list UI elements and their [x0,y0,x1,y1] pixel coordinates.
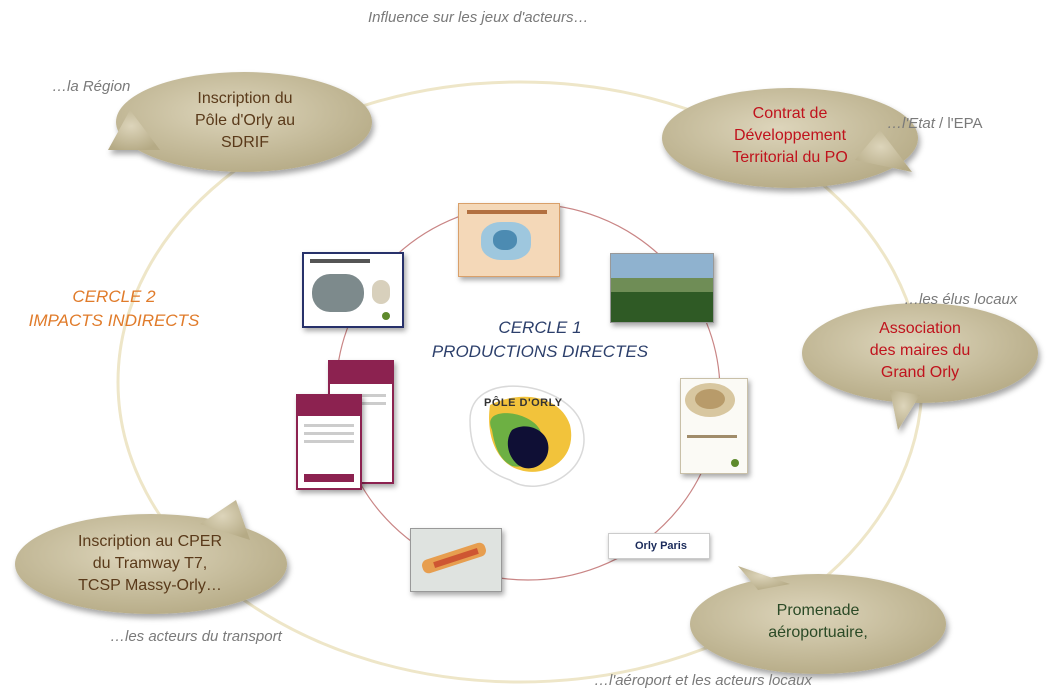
actor-etat: …l'Etat / l'EPA [887,115,983,132]
bubble-promenade-line: aéroportuaire, [768,624,868,641]
cercle1-line1: CERCLE 1 [498,318,582,337]
actor-aeroport: …l'aéroport et les acteurs locaux [594,672,812,689]
bubble-contrat [662,88,918,188]
cercle2-label: CERCLE 2 IMPACTS INDIRECTS [8,285,220,333]
pole-orly-logo-shape [469,385,585,487]
bubble-association-line: Grand Orly [880,364,960,381]
actor-etat-rest: / l'EPA [934,115,983,132]
actor-elus: …les élus locaux [904,291,1018,308]
orly-paris-badge: Orly Paris [608,533,710,559]
cercle2-line1: CERCLE 2 [72,287,156,306]
cercle1-label: CERCLE 1 PRODUCTIONS DIRECTES [420,316,660,364]
cercle2-line2: IMPACTS INDIRECTS [28,311,200,330]
bubble-association-line: Association [879,320,961,337]
bubble-promenade [690,566,946,674]
pole-orly-logo-text: PÔLE D'ORLY [484,397,563,409]
orly-paris-text: Orly Paris [635,540,687,552]
bubble-contrat-line: Territorial du PO [732,149,848,166]
bubble-sdrif-line: Pôle d'Orly au [195,112,295,129]
thumbnail-brochure [302,252,404,328]
thumbnail-map-plan [410,528,502,592]
bubble-cper-line: TCSP Massy-Orly… [78,577,222,594]
bubble-promenade-line: Promenade [776,602,860,619]
bubble-association-text: Association des maires du Grand Orly [830,318,1010,384]
bubble-cper-line: Inscription au CPER [77,533,223,550]
actor-region: …la Région [52,78,131,95]
bubble-association [802,303,1038,430]
bubble-sdrif-text: Inscription du Pôle d'Orly au SDRIF [150,88,340,154]
thumbnail-newsletter-front [296,394,362,490]
bubble-cper-line: du Tramway T7, [92,555,208,572]
thumbnail-landscape [610,253,714,323]
bubble-sdrif-line: Inscription du [197,90,293,107]
bubble-cper [15,500,287,614]
bubble-contrat-line: Développement [733,127,847,144]
bubble-cper-text: Inscription au CPER du Tramway T7, TCSP … [50,531,250,597]
thumbnail-report-beige [680,378,748,474]
bubble-contrat-line: Contrat de [752,105,828,122]
thumbnail-map-report [458,203,560,277]
bubble-sdrif-line: SDRIF [221,134,269,151]
bubble-contrat-text: Contrat de Développement Territorial du … [690,103,890,169]
cercle1-line2: PRODUCTIONS DIRECTES [431,342,649,361]
bubble-promenade-text: Promenade aéroportuaire, [728,600,908,644]
actor-etat-italic: Etat [908,115,935,132]
bubble-sdrif [108,72,372,172]
bubble-association-line: des maires du [869,342,971,359]
actor-etat-prefix: …l' [887,115,909,132]
actor-transport: …les acteurs du transport [110,628,282,645]
header-title: Influence sur les jeux d'acteurs… [368,9,589,26]
